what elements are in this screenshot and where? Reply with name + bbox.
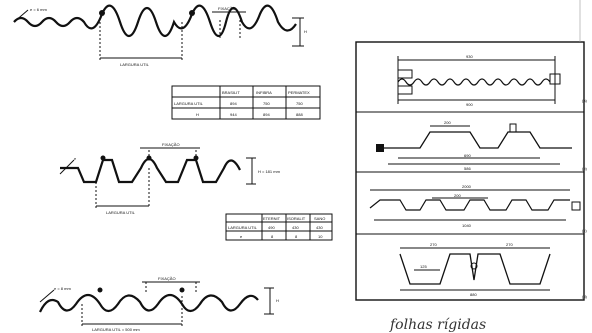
panel-d-tag: (d) — [582, 294, 588, 299]
panel-b-drawing — [376, 123, 572, 165]
t2-r2-c0: e — [240, 234, 243, 239]
width-label-1: LARGURA UTIL — [120, 62, 150, 67]
panel-c-tag: (c) — [582, 228, 587, 233]
panel-d-dim-1: 270 — [430, 242, 437, 247]
t2-r2-c3: 10 — [318, 234, 323, 239]
panel-a-dim-bottom: 900 — [466, 102, 473, 107]
t1-r1-c3: 750 — [296, 101, 303, 106]
panel-a-tag: (a) — [582, 98, 588, 103]
thickness-label-1: e = 6 mm — [30, 7, 47, 12]
panel-d-dim-3: 125 — [420, 264, 427, 269]
fixacao-label-3: FIXAÇÃO — [158, 276, 176, 281]
panel-c-drawing — [369, 189, 581, 221]
handwritten-note: folhas rígidas — [389, 317, 486, 333]
h-label-3: H — [276, 298, 279, 303]
h-label-1: H — [304, 29, 307, 34]
spec-table-2 — [225, 213, 333, 241]
profile-trapezoid — [59, 147, 256, 208]
right-figure-frame — [355, 0, 585, 301]
profile-wave-large — [13, 4, 304, 60]
panel-d-dim-4: 880 — [470, 292, 477, 297]
panel-b-tag: (b) — [582, 166, 588, 171]
t1-h2: INFIBRA — [256, 90, 272, 95]
panel-c-dim-bottom: 1040 — [462, 223, 472, 228]
t2-h2: ISORALIT — [287, 216, 306, 221]
t1-h1: BRASILIT — [222, 90, 240, 95]
t1-r2-c1: 944 — [230, 112, 237, 117]
width-label-3: LARGURA UTIL = 500 mm — [92, 327, 140, 332]
t1-r1-c0: LARGURA UTIL — [174, 101, 204, 106]
t2-r1-c3: 430 — [316, 225, 323, 230]
panel-c-dim-mid: 200 — [454, 193, 461, 198]
t1-h3: PERMATEX — [288, 90, 310, 95]
panel-b-dim-mid: 690 — [464, 153, 471, 158]
t2-h3: SANO — [314, 216, 325, 221]
t2-r1-c0: LARGURA UTIL — [228, 225, 258, 230]
width-label-2: LARGURA UTIL — [106, 210, 136, 215]
t2-r2-c1: 8 — [271, 234, 274, 239]
t1-r2-c3: 888 — [296, 112, 303, 117]
panel-a-dim-top: 930 — [466, 54, 473, 59]
fixacao-label-2: FIXAÇÃO — [162, 142, 180, 147]
t2-h1: ETERNIT — [263, 216, 281, 221]
panel-b-dim-bottom: 586 — [464, 166, 471, 171]
panel-a-drawing — [397, 56, 561, 104]
t2-r1-c2: 430 — [292, 225, 299, 230]
panel-d-dim-2: 270 — [506, 242, 513, 247]
panel-c-dim-top: 2000 — [462, 184, 472, 189]
panel-d-drawing — [399, 247, 551, 291]
t1-r1-c2: 750 — [263, 101, 270, 106]
panel-b-dim-top: 200 — [444, 120, 451, 125]
profile-arch — [39, 281, 274, 326]
t1-r1-c1: 894 — [230, 101, 237, 106]
t1-r2-c0: H — [196, 112, 199, 117]
thickness-label-2: e — [74, 156, 77, 161]
t1-r2-c2: 894 — [263, 112, 270, 117]
thickness-label-3: e = 8 mm — [54, 286, 71, 291]
t2-r2-c2: 8 — [295, 234, 298, 239]
h-label-2: H = 181 mm — [258, 169, 281, 174]
fixacao-label-1: FIXAÇÃO — [218, 6, 236, 11]
spec-table-1 — [171, 85, 321, 120]
t2-r1-c1: 490 — [268, 225, 275, 230]
